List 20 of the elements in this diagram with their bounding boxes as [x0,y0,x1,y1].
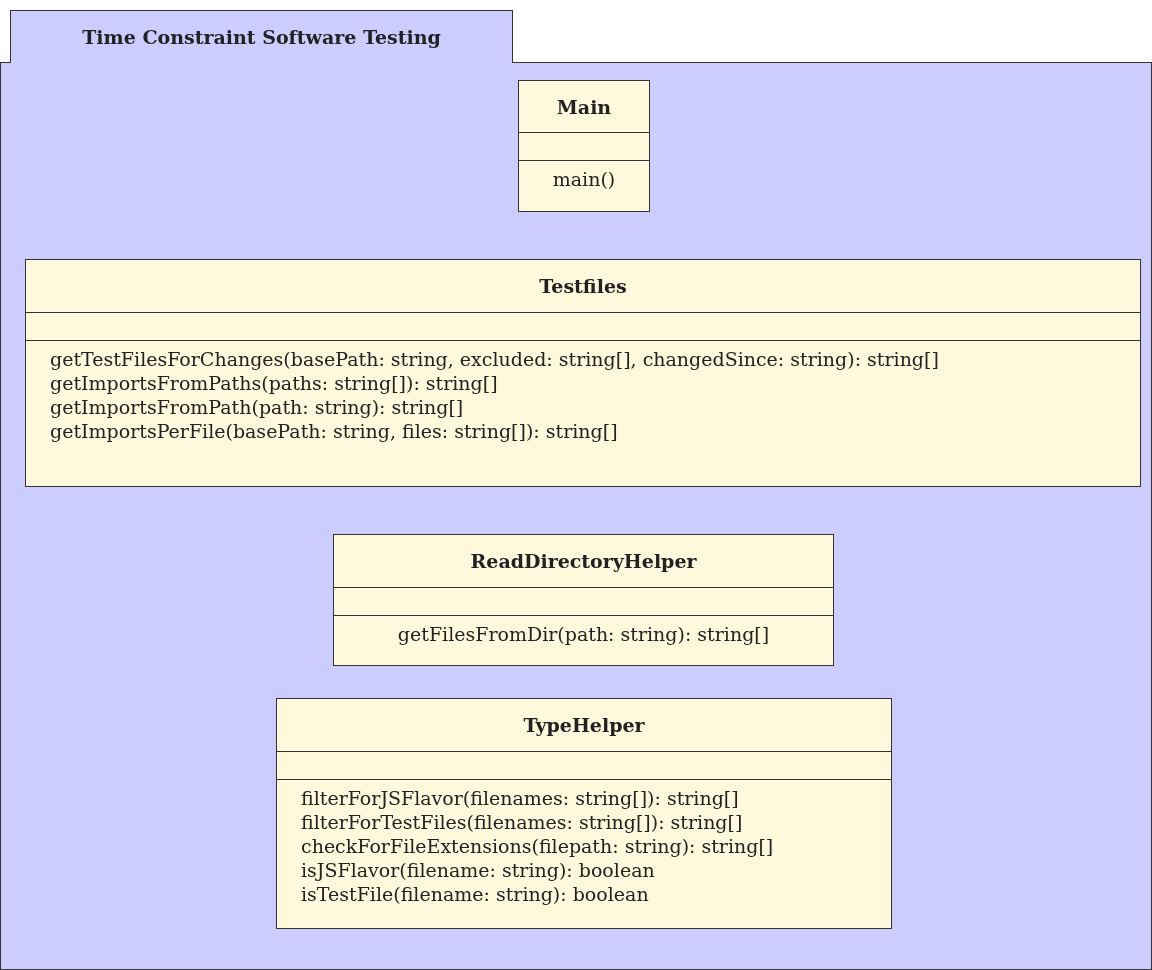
method-text: filterForTestFiles(filenames: string[]): string[] [301,810,743,834]
class-name: Testfiles [539,275,627,297]
class-box [333,534,834,666]
method-text: isTestFile(filename: string): boolean [301,882,649,906]
package-tab: Time Constraint Software Testing [10,10,513,63]
method-text: isJSFlavor(filename: string): boolean [301,858,655,882]
method-text: getImportsFromPath(path: string): string[] [50,395,464,419]
method-text: getImportsFromPaths(paths: string[]): string[] [50,371,498,395]
method-text: getFilesFromDir(path: string): string[] [397,622,770,646]
method-text: getImportsPerFile(basePath: string, files: string[]): string[] [50,419,618,443]
class-name: ReadDirectoryHelper [470,550,697,572]
class-box [25,259,1141,487]
class-name: TypeHelper [523,714,645,736]
method-text: getTestFilesForChanges(basePath: string, excluded: string[], changedSince: string): string[] [50,347,939,371]
class-box [518,80,650,212]
method-text: checkForFileExtensions(filepath: string): string[] [301,834,774,858]
method-text: filterForJSFlavor(filenames: string[]): string[] [301,786,739,810]
class-box [276,698,892,929]
method-text: main() [552,167,616,191]
class-name: Main [556,95,612,118]
